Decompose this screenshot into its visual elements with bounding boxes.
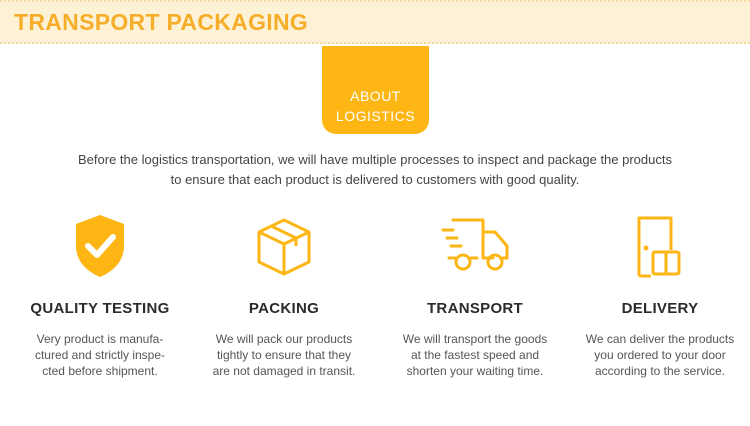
feature-title: PACKING xyxy=(248,300,320,317)
feature-description: We will transport the goods at the faste… xyxy=(402,332,548,378)
title-banner: TRANSPORT PACKAGING xyxy=(0,0,750,44)
feature-packing: PACKING We will pack our products tightl… xyxy=(189,210,379,378)
feature-description: We will pack our products tightly to ens… xyxy=(212,332,356,378)
intro-line-2: to ensure that each product is delivered… xyxy=(170,172,580,187)
banner-title: TRANSPORT PACKAGING xyxy=(14,9,309,35)
box-icon xyxy=(257,218,311,276)
feature-description: Very product is manufa- ctured and stric… xyxy=(34,332,166,378)
feature-quality-testing: QUALITY TESTING Very product is manufa- … xyxy=(5,210,195,378)
feature-title: QUALITY TESTING xyxy=(30,300,170,317)
feature-transport: TRANSPORT We will transport the goods at… xyxy=(380,210,570,378)
truck-icon xyxy=(441,218,509,271)
about-logistics-tab: ABOUT LOGISTICS xyxy=(322,46,429,134)
intro-text: Before the logistics transportation, we … xyxy=(0,150,750,190)
shield-check-icon xyxy=(76,215,124,277)
about-line-2: LOGISTICS xyxy=(335,108,416,124)
feature-title: DELIVERY xyxy=(621,300,699,317)
feature-description: We can deliver the products you ordered … xyxy=(585,332,735,378)
about-line-1: ABOUT xyxy=(350,88,401,104)
feature-title: TRANSPORT xyxy=(426,300,524,317)
feature-delivery: DELIVERY We can deliver the products you… xyxy=(565,210,750,378)
intro-line-1: Before the logistics transportation, we … xyxy=(78,152,672,167)
door-delivery-icon xyxy=(637,216,681,278)
